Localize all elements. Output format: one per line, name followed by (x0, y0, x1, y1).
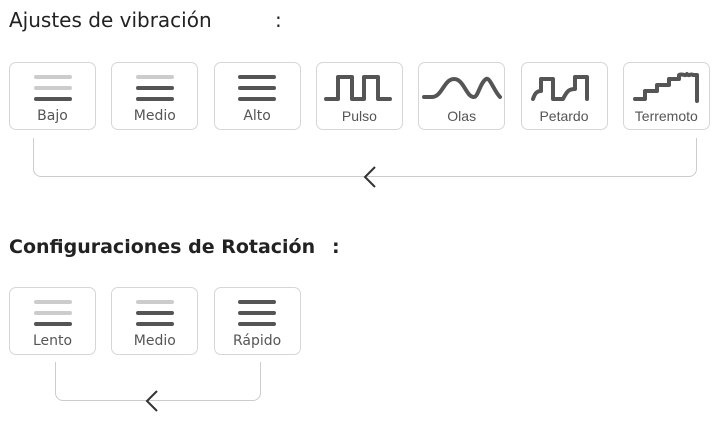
rotation-title: Configuraciones de Rotación (9, 236, 316, 258)
option-label: Petardo (539, 108, 589, 124)
vibration-option-medio[interactable]: Medio (111, 62, 199, 130)
option-label: Olas (447, 108, 477, 124)
option-label: Alto (243, 108, 271, 124)
title-colon: : (275, 8, 282, 32)
vibration-option-alto[interactable]: Alto (213, 62, 301, 130)
option-label: Medio (133, 333, 176, 349)
option-label: Rápido (232, 333, 282, 349)
rotation-option-rapido[interactable]: Rápido (213, 287, 301, 355)
vibration-option-terremoto[interactable]: Terremoto (622, 62, 710, 130)
rotation-option-medio[interactable]: Medio (111, 287, 199, 355)
vibration-option-petardo[interactable]: Petardo (520, 62, 608, 130)
option-label: Lento (32, 333, 73, 349)
vibration-title: Ajustes de vibración (9, 8, 212, 32)
chevron-left-icon[interactable] (362, 165, 378, 189)
option-label: Terremoto (634, 108, 698, 124)
rotation-option-lento[interactable]: Lento (9, 287, 96, 355)
option-label: Pulso (341, 108, 377, 124)
chevron-left-icon[interactable] (144, 389, 160, 413)
vibration-option-olas[interactable]: Olas (418, 62, 506, 130)
option-label: Bajo (37, 108, 68, 124)
title-colon: : (332, 236, 340, 258)
option-label: Medio (133, 108, 176, 124)
vibration-option-bajo[interactable]: Bajo (9, 62, 96, 130)
vibration-option-pulso[interactable]: Pulso (315, 62, 403, 130)
rotation-cycle-bracket (55, 362, 261, 401)
